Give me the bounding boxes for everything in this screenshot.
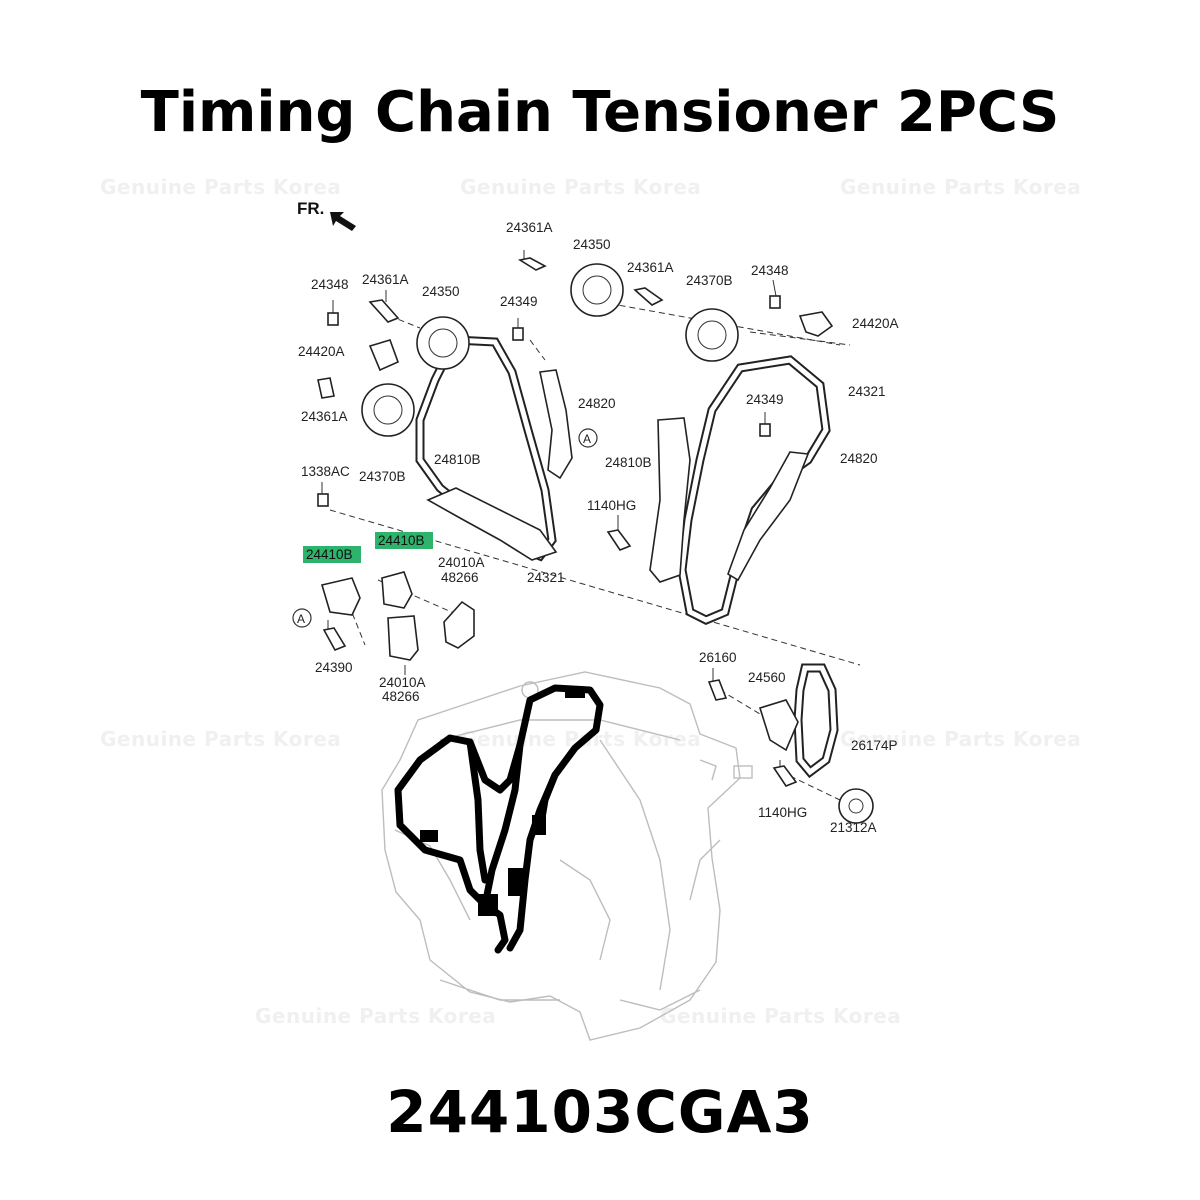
part-label: 24350: [573, 237, 611, 252]
ref-circle-icon: [292, 608, 312, 628]
part-label: 1140HG: [758, 805, 807, 820]
part-label: 24321: [527, 570, 565, 585]
watermark: Genuine Parts Korea: [100, 727, 341, 751]
engine-chain-route: [394, 684, 604, 954]
guide-mark: [420, 830, 438, 842]
bolt-1140HG-lower: [772, 765, 798, 787]
page-title: Timing Chain Tensioner 2PCS: [140, 80, 1060, 145]
part-label: 24370B: [686, 273, 733, 288]
part-label: 24820: [840, 451, 878, 466]
sprocket-21312A: [838, 788, 874, 824]
tensioner-group: [320, 571, 475, 661]
bolt-24361A-lower: [317, 377, 335, 399]
part-label: 24560: [748, 670, 786, 685]
dowel-24348-left: [327, 312, 339, 326]
bracket-24420A-right: [798, 311, 834, 337]
watermark: Genuine Parts Korea: [100, 175, 341, 199]
sprocket-24370B-right: [685, 308, 739, 362]
part-label: 24349: [500, 294, 538, 309]
part-label: 48266: [382, 689, 420, 704]
ref-circle-label: A: [297, 612, 305, 626]
bolt-1140HG-upper: [606, 529, 632, 551]
guide-24810B-left: [426, 487, 558, 561]
right-chain: [677, 355, 831, 625]
ref-circle-label: A: [583, 432, 591, 446]
front-marker: FR.: [297, 199, 356, 231]
watermark: Genuine Parts Korea: [460, 175, 701, 199]
watermark: Genuine Parts Korea: [255, 1004, 496, 1028]
part-label: 24348: [751, 263, 789, 278]
part-label: 26174P: [851, 738, 898, 753]
part-label: 24820: [578, 396, 616, 411]
part-label: 24370B: [359, 469, 406, 484]
gasket-24010A-lower: [387, 615, 419, 661]
bolts: [317, 257, 798, 787]
sprocket-mark: [565, 688, 585, 698]
part-label: 1140HG: [587, 498, 636, 513]
part-label: 1338AC: [301, 464, 350, 479]
tensioner-mark: [478, 894, 498, 916]
part-label: 21312A: [830, 820, 877, 835]
part-label: 24349: [746, 392, 784, 407]
part-label: 48266: [441, 570, 479, 585]
part-label: 24010A: [379, 675, 426, 690]
dowel-24349-center: [512, 327, 524, 341]
guides: [368, 311, 834, 752]
front-arrow-icon: [330, 212, 356, 231]
sprocket-24350-left: [416, 316, 470, 370]
watermark: Genuine Parts Korea: [840, 175, 1081, 199]
lower-chain: [793, 663, 839, 779]
part-label: 24361A: [506, 220, 553, 235]
part-label: 24361A: [301, 409, 348, 424]
bolt-24390: [322, 627, 347, 652]
bracket-24420A-left: [368, 339, 400, 372]
watermark: Genuine Parts Korea: [840, 727, 1081, 751]
guide-24810B-right: [649, 417, 691, 583]
front-marker-label: FR.: [297, 199, 324, 218]
sprockets: [361, 263, 874, 824]
guide-24820-right: [727, 451, 810, 582]
part-labels: 24361A 24350 24361A 24370B 24348 24420A …: [298, 220, 899, 835]
sprocket-24370B-left: [361, 383, 415, 437]
part-label: 24350: [422, 284, 460, 299]
gasket-24010A-upper: [443, 600, 475, 649]
bolt-26160: [707, 679, 728, 701]
bolt-24361A-top: [517, 257, 547, 271]
nut-1338AC: [317, 493, 329, 507]
part-label-highlighted: 24410B: [378, 533, 425, 548]
tensioner-24410B-right: [381, 571, 413, 609]
dowel-24349-right: [759, 423, 771, 437]
part-number: 244103CGA3: [386, 1078, 814, 1146]
bolt-24361A-left: [368, 299, 400, 323]
part-label: 24321: [848, 384, 886, 399]
tensioner-24410B-left: [320, 577, 361, 616]
tensioner-arm-24560: [758, 699, 799, 752]
guide-mark: [532, 815, 546, 835]
part-label: 24420A: [298, 344, 345, 359]
part-label: 24420A: [852, 316, 899, 331]
part-label: 24810B: [605, 455, 652, 470]
reference-markers: A A: [292, 428, 598, 628]
part-label-highlighted: 24410B: [306, 547, 353, 562]
dowel-24348-right: [769, 295, 781, 309]
highlight-24410B-right: [375, 532, 433, 549]
part-label: 24810B: [434, 452, 481, 467]
ref-circle-icon: [578, 428, 598, 448]
part-label: 24010A: [438, 555, 485, 570]
bolt-24361A-mid: [633, 287, 664, 306]
guide-24820-center: [539, 369, 573, 480]
part-label: 24361A: [362, 272, 409, 287]
highlight-24410B-left: [303, 546, 361, 563]
part-label: 24348: [311, 277, 349, 292]
sprocket-24350-top: [570, 263, 624, 317]
watermark: Genuine Parts Korea: [660, 1004, 901, 1028]
part-label: 26160: [699, 650, 737, 665]
part-label: 24361A: [627, 260, 674, 275]
tensioner-mark: [508, 868, 524, 896]
part-label: 24390: [315, 660, 353, 675]
